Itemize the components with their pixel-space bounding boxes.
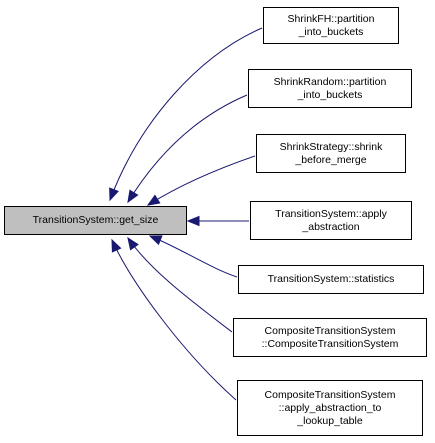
node-c5-label-1: TransitionSystem::statistics <box>267 273 395 285</box>
node-c2-label-2: _into_buckets <box>297 88 363 101</box>
arrowhead-c2 <box>127 189 139 204</box>
node-c7-label-1: CompositeTransitionSystem <box>264 388 396 401</box>
arrowhead-c1 <box>109 187 119 202</box>
arrowhead-c6 <box>127 236 139 251</box>
arrowhead-c7 <box>111 238 122 253</box>
arrowhead-c3 <box>146 194 161 206</box>
node-root-label-1: TransitionSystem::get_size <box>32 214 159 226</box>
node-c7-label-3: _lookup_table <box>297 414 363 427</box>
node-shrinkstrategy-shrink-before-merge[interactable]: ShrinkStrategy::shrink _before_merge <box>256 134 406 173</box>
node-transitionsystem-statistics[interactable]: TransitionSystem::statistics <box>238 265 424 294</box>
node-c6-label-1: CompositeTransitionSystem <box>264 324 396 337</box>
edge-c7-to-root <box>111 239 237 401</box>
node-transitionsystem-apply-abstraction[interactable]: TransitionSystem::apply _abstraction <box>250 201 412 240</box>
edge-c3-to-root <box>147 155 256 206</box>
edge-c2-to-root <box>127 94 248 203</box>
node-shrinkfh-partition-into-buckets[interactable]: ShrinkFH::partition _into_buckets <box>263 7 399 44</box>
node-root-get-size: TransitionSystem::get_size <box>4 206 187 235</box>
node-c4-label-2: _abstraction <box>302 220 360 233</box>
node-c4-label-1: TransitionSystem::apply <box>275 207 387 220</box>
arrowhead-c4 <box>186 215 200 227</box>
edge-c1-to-root <box>109 27 263 201</box>
node-shrinkrandom-partition-into-buckets[interactable]: ShrinkRandom::partition _into_buckets <box>248 69 412 108</box>
edge-c6-to-root <box>127 237 233 333</box>
node-c1-label-1: ShrinkFH::partition <box>287 12 375 25</box>
node-c1-label-2: _into_buckets <box>298 25 364 38</box>
arrowhead-c5 <box>148 235 163 246</box>
node-compositetransitionsystem-constructor[interactable]: CompositeTransitionSystem ::CompositeTra… <box>233 318 427 357</box>
node-c6-label-2: ::CompositeTransitionSystem <box>261 337 399 350</box>
node-compositetransitionsystem-apply-abstraction-to-lookup-table[interactable]: CompositeTransitionSystem ::apply_abstra… <box>237 380 423 436</box>
node-c3-label-2: _before_merge <box>295 153 367 166</box>
edge-c5-to-root <box>149 235 238 278</box>
node-c7-label-2: ::apply_abstraction_to <box>278 401 382 414</box>
node-c3-label-1: ShrinkStrategy::shrink <box>279 140 383 153</box>
node-c2-label-1: ShrinkRandom::partition <box>273 75 387 88</box>
